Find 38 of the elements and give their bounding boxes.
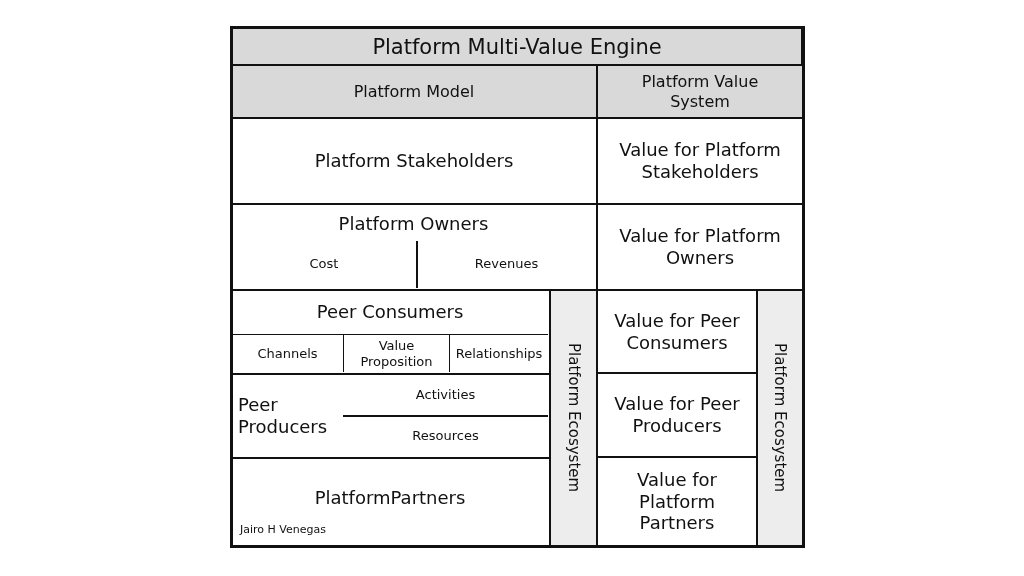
cell-label: PlatformPartners xyxy=(314,487,466,509)
cell-label: Platform Value System xyxy=(640,72,760,111)
cell-label: Cost xyxy=(309,255,339,272)
header-cell xyxy=(231,65,597,118)
cell-label: Peer Producers xyxy=(238,394,329,438)
table-cell xyxy=(343,334,449,372)
table-cell xyxy=(597,373,757,457)
cell-label: Revenues xyxy=(474,255,539,272)
cell-label: Resources xyxy=(412,428,479,444)
table-cell xyxy=(231,118,597,204)
vertical-label: Platform Ecosystem xyxy=(564,343,583,493)
cell-label: Value Proposition xyxy=(359,337,434,370)
cell-label: Value for Peer Consumers xyxy=(613,309,741,354)
table-cell xyxy=(597,290,757,373)
vertical-label: Platform Ecosystem xyxy=(771,343,789,493)
side-band xyxy=(550,290,597,546)
author-credit: Jairo H Venegas xyxy=(240,523,326,536)
cell-label: Value for Platform Owners xyxy=(618,225,782,269)
table-cell xyxy=(597,457,757,546)
header-cell xyxy=(597,65,803,118)
table-cell xyxy=(231,374,550,458)
cell-label: Peer Consumers xyxy=(316,301,464,323)
cell-label: Value for Platform Stakeholders xyxy=(618,139,782,183)
table-cell xyxy=(449,334,548,372)
cell-label: Channels xyxy=(257,345,318,362)
table-cell xyxy=(231,458,550,546)
table-cell xyxy=(231,290,550,374)
cell-label: Platform Owners xyxy=(338,213,489,235)
cell-label: Value for Peer Producers xyxy=(613,393,741,437)
cell-label: Platform Model xyxy=(353,81,475,102)
table-cell xyxy=(597,204,803,290)
cell-label: Value for Platform Partners xyxy=(636,469,718,534)
side-band xyxy=(757,290,803,546)
table-cell xyxy=(231,204,597,290)
cell-label: Platform Stakeholders xyxy=(314,150,514,172)
cell-label: Activities xyxy=(415,387,476,403)
table-cell xyxy=(597,118,803,204)
cell-label: Relationships xyxy=(455,345,543,362)
